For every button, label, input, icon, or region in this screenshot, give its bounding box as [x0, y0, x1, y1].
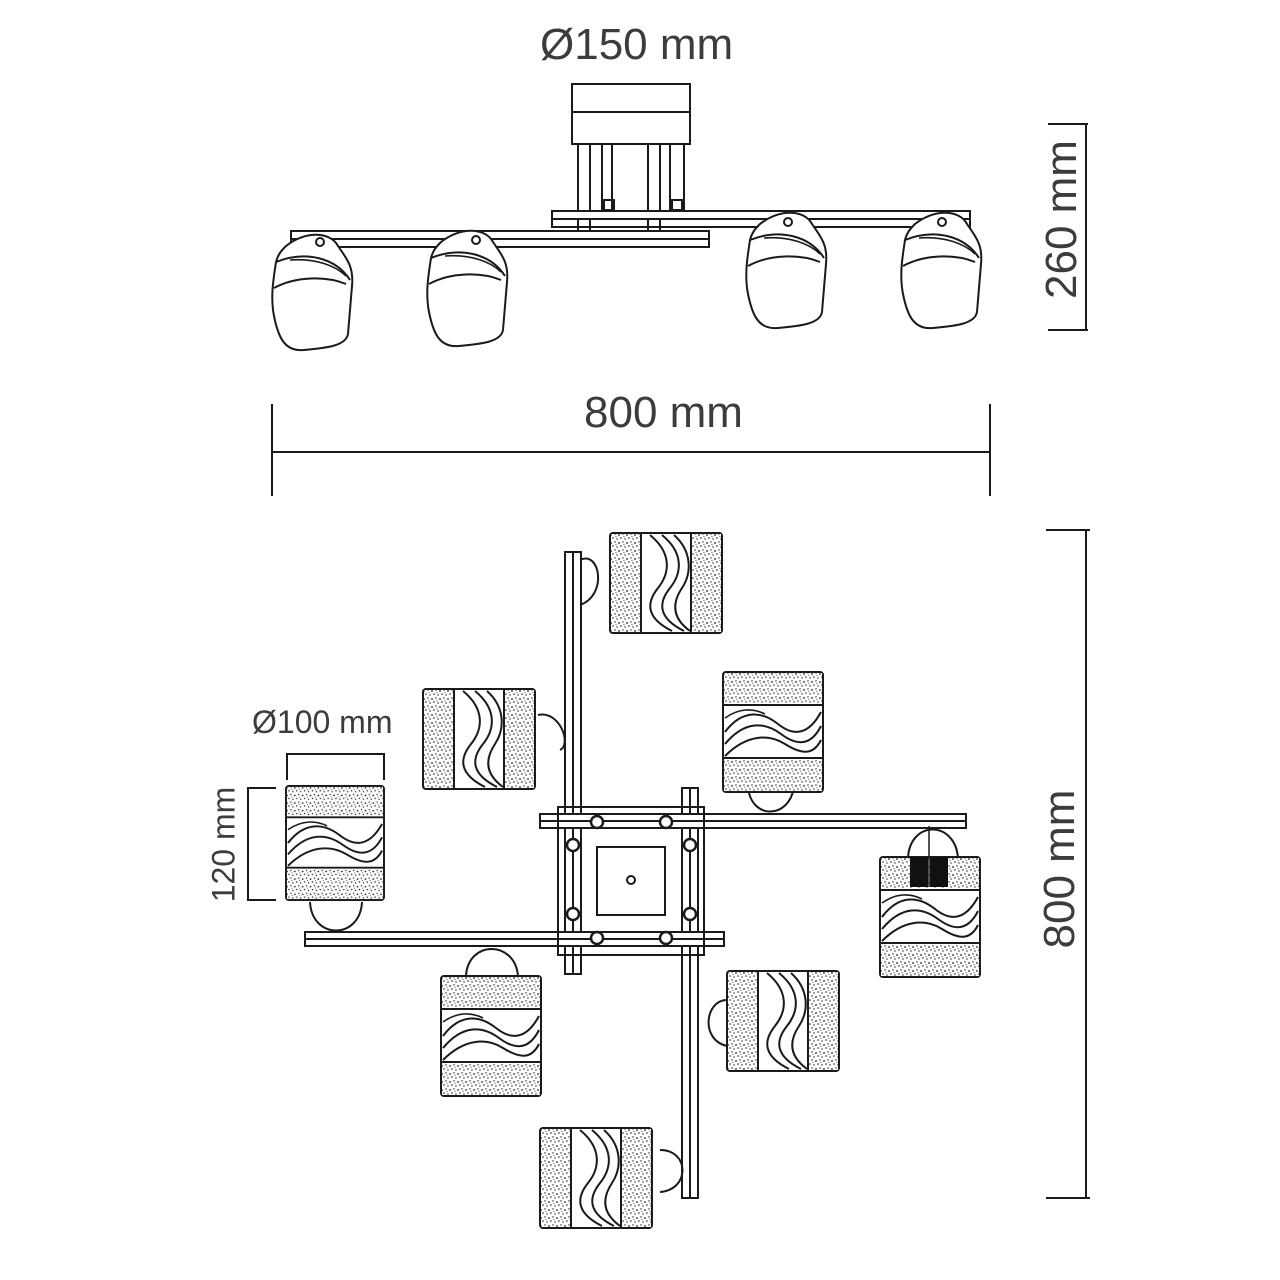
shade-diameter-label: Ø100 mm	[252, 704, 393, 740]
width-label: 800 mm	[584, 388, 743, 437]
shade-height-label: 120 mm	[205, 786, 242, 903]
shade-bottom	[539, 1127, 653, 1229]
side-view	[271, 83, 1088, 496]
depth-label: 800 mm	[1035, 789, 1084, 949]
shade-left	[285, 785, 385, 901]
bulb-detail	[910, 826, 948, 887]
side-shade-2	[426, 229, 509, 348]
shade-lower-right	[726, 970, 840, 1072]
shade-lower-left	[440, 975, 542, 1097]
top-view	[247, 529, 1090, 1199]
side-shade-3	[745, 211, 828, 330]
shade-upper-left	[422, 688, 536, 790]
shade-top	[609, 532, 723, 634]
shade-upper-right	[722, 671, 824, 793]
canopy-diameter-label: Ø150 mm	[540, 20, 734, 69]
side-shade-4	[900, 211, 983, 330]
height-label: 260 mm	[1037, 140, 1086, 299]
side-shade-1	[271, 233, 354, 352]
